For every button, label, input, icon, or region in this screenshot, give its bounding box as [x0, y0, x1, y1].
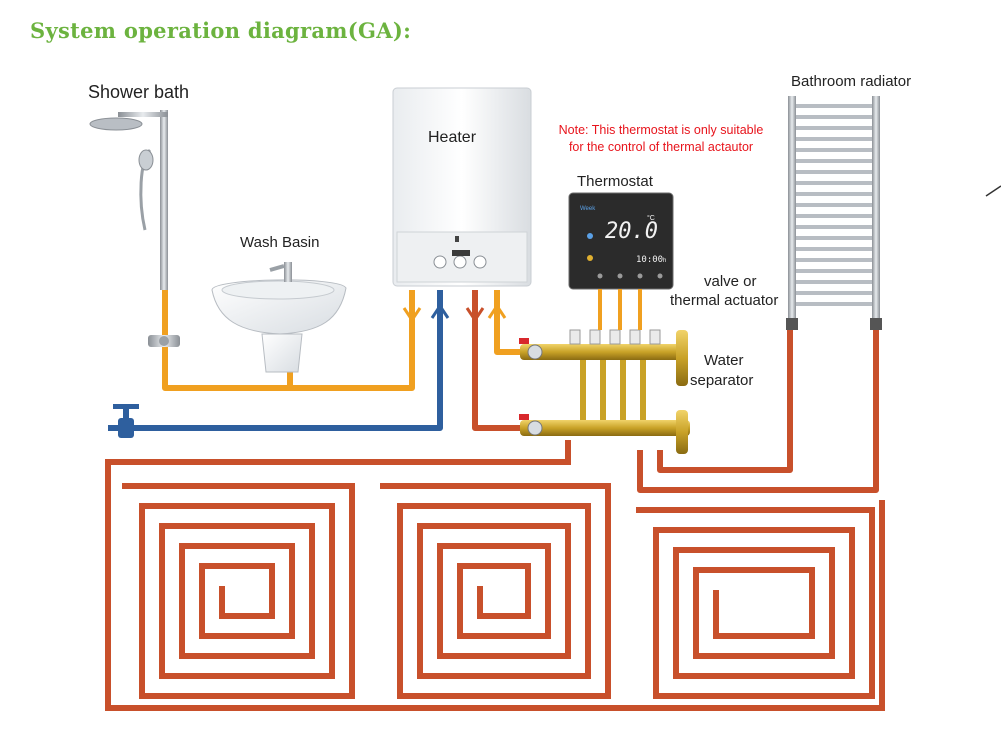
shower-icon [89, 110, 180, 347]
radiator-bar [796, 148, 872, 152]
thermostat-temperature: 20.0 [605, 219, 658, 244]
label-bathroom-radiator: Bathroom radiator [791, 73, 912, 90]
wash-basin-icon [211, 262, 347, 373]
label-separator-line2: separator [690, 372, 754, 389]
pointer-line [985, 185, 1001, 197]
floor-loop-zone-2 [380, 483, 611, 699]
page-title: System operation diagram(GA): [30, 18, 412, 43]
note-line1: Note: This thermostat is only suitable [558, 123, 764, 137]
radiator-bar [796, 291, 872, 295]
label-valve-line1: valve or [704, 273, 757, 290]
radiator-bar [796, 137, 872, 141]
label-shower-bath: Shower bath [88, 82, 190, 102]
radiator-bar [796, 236, 872, 240]
manifold-icon [519, 329, 690, 454]
floor-heating-loops [105, 440, 885, 711]
cold-water-pipe [108, 290, 443, 431]
thermostat-unit: °C [647, 214, 655, 222]
heater-return-pipe [472, 290, 525, 431]
thermostat-clock-suffix: h [663, 258, 666, 264]
note-text: Note: This thermostat is only suitable f… [541, 122, 781, 156]
heater-supply-pipe [494, 290, 525, 355]
radiator-bar [796, 247, 872, 251]
thermostat-mode-label: Week [580, 206, 596, 212]
radiator-bar [796, 104, 872, 108]
flow-arrow [430, 304, 450, 319]
radiator-bar [796, 302, 872, 306]
label-thermostat: Thermostat [577, 173, 653, 190]
radiator-bar [796, 225, 872, 229]
radiator-bar [796, 192, 872, 196]
label-valve-line2: thermal actuator [670, 292, 779, 309]
label-wash-basin: Wash Basin [240, 234, 320, 251]
floor-loop-outer [105, 440, 885, 711]
radiator-bar [796, 280, 872, 284]
tap-valve-icon [113, 404, 139, 438]
radiator-bar [796, 258, 872, 262]
note-line2: for the control of thermal actautor [568, 140, 754, 154]
radiator-bar [796, 170, 872, 174]
thermostat-wires [598, 289, 642, 330]
floor-loop-zone-3 [636, 507, 875, 699]
flow-arrow [465, 307, 485, 322]
radiator-bar [796, 203, 872, 207]
radiator-return-pipe [657, 320, 793, 473]
floor-loop-zone-1 [122, 483, 355, 699]
thermostat-clock: 10:00 [636, 255, 663, 265]
label-separator-line1: Water [704, 352, 744, 369]
radiator-bar [796, 269, 872, 273]
radiator-bar [796, 115, 872, 119]
radiator-bar [796, 214, 872, 218]
radiator-bar [796, 159, 872, 163]
radiator-supply-pipe [637, 320, 879, 493]
radiator-bar [796, 126, 872, 130]
radiator-bar [796, 181, 872, 185]
flow-arrow [487, 304, 507, 319]
label-heater: Heater [428, 129, 477, 146]
thermostat-icon: Week 20.0 °C 10:00 h [568, 192, 674, 290]
heater-icon [392, 87, 532, 287]
flow-arrow [402, 307, 422, 322]
radiator-icon [786, 96, 882, 330]
